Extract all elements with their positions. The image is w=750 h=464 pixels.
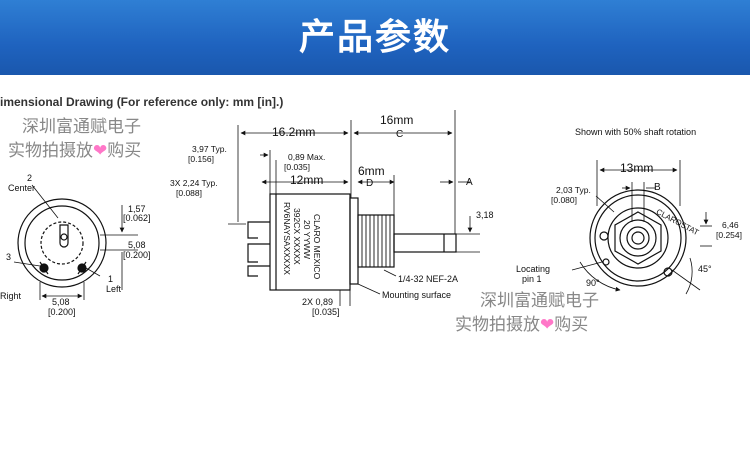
left-label: Left <box>106 284 122 294</box>
pin1-label: pin 1 <box>522 274 542 284</box>
rear-view <box>571 160 712 295</box>
dim-5-08-bottom-in: [0.200] <box>48 307 76 317</box>
side-body <box>269 193 351 291</box>
side-terminals <box>247 221 270 277</box>
rotation-note: Shown with 50% shaft rotation <box>575 127 697 137</box>
body-text-1: RV6NAYSAXXXXX <box>282 202 292 275</box>
dim-5-08: 5,08 <box>128 240 146 250</box>
dim-2-03-in: [0.080] <box>551 195 577 205</box>
center-number: 2 <box>27 173 32 183</box>
drawing-heading: imensional Drawing (For reference only: … <box>0 95 284 109</box>
rear-second-ring <box>594 194 682 282</box>
side-flange <box>349 197 359 285</box>
front-dashed-ring <box>40 221 84 265</box>
front-outer-ring <box>17 198 107 288</box>
dim-5-08-bottom: 5,08 <box>52 297 70 307</box>
locating-pin <box>602 258 610 266</box>
dim-16mm: 16mm <box>380 113 413 127</box>
dim-3-97: 3,97 Typ. <box>192 144 227 154</box>
watermark-text-a: 实物拍摄放 <box>455 315 540 335</box>
dim-0-89: 0,89 Max. <box>288 152 325 162</box>
watermark-line1-top: 深圳富通赋电子 <box>22 117 141 137</box>
dim-12mm: 12mm <box>290 173 323 187</box>
dim-5-08-in: [0.200] <box>123 250 151 260</box>
center-terminal-hole <box>60 233 68 241</box>
letter-b: B <box>654 182 661 193</box>
rear-pin-right <box>663 267 673 277</box>
letter-d: D <box>366 178 373 189</box>
dim-6mm: 6mm <box>358 164 385 178</box>
dim-6-46-in: [0.254] <box>716 230 742 240</box>
angle-45: 45° <box>698 264 712 274</box>
rear-bushing <box>619 219 657 257</box>
dim-13mm: 13mm <box>620 161 653 175</box>
right-number: 3 <box>6 252 11 262</box>
hex-nut <box>614 211 662 265</box>
front-inner-ring <box>24 205 100 281</box>
dim-6-46: 6,46 <box>722 220 739 230</box>
dim-2-24-in: [0.088] <box>176 188 202 198</box>
side-body-label: RV6NAYSAXXXXX 392CX XXXXX 20 YYWW CLARO … <box>282 202 322 280</box>
terminal-lugs <box>39 261 87 275</box>
side-bushing <box>357 214 395 268</box>
rear-outer-ring <box>589 189 687 287</box>
center-label: Center <box>8 183 35 193</box>
banner-title: 产品参数 <box>298 17 451 58</box>
rear-shaft-center <box>631 231 645 245</box>
dim-2-03: 2,03 Typ. <box>556 185 591 195</box>
letter-a: A <box>466 177 473 188</box>
side-view <box>228 110 480 306</box>
rear-shaft <box>626 226 650 250</box>
angle-90: 90° <box>586 278 600 288</box>
watermark-line1-bottom: 深圳富通赋电子 <box>480 291 599 311</box>
dim-1-57-in: [0.062] <box>123 213 151 223</box>
mounting-surface: Mounting surface <box>382 290 451 300</box>
heart-icon: ❤ <box>93 141 108 161</box>
watermark-line2-bottom: 实物拍摄放❤购买 <box>455 314 588 336</box>
left-number: 1 <box>108 274 113 284</box>
dim-3-97-in: [0.156] <box>188 154 214 164</box>
thread-spec: 1/4-32 NEF-2A <box>398 274 458 284</box>
thread-lines <box>361 215 391 267</box>
dim-16-2mm: 16.2mm <box>272 125 315 139</box>
heart-icon: ❤ <box>540 315 555 335</box>
dim-2x-0-89-in: [0.035] <box>312 307 340 317</box>
body-text-2: 392CX XXXXX <box>292 208 302 265</box>
body-text-3: 20 YYWW <box>302 220 312 259</box>
watermark-text-a: 实物拍摄放 <box>8 141 93 161</box>
title-banner: 产品参数 <box>0 0 750 75</box>
center-terminal <box>59 224 69 248</box>
letter-c: C <box>396 129 403 140</box>
front-view <box>13 184 138 300</box>
dim-2-24: 3X 2,24 Typ. <box>170 178 218 188</box>
dim-3-18: 3,18 <box>476 210 494 220</box>
right-label: Right <box>0 291 22 301</box>
dim-0-89-in: [0.035] <box>284 162 310 172</box>
watermark-text-b: 购买 <box>554 315 589 335</box>
dim-1-57: 1,57 <box>128 204 146 214</box>
watermark-line2-top: 实物拍摄放❤购买 <box>8 140 141 162</box>
watermark-text-b: 购买 <box>107 141 142 161</box>
body-text-4: CLARO MEXICO <box>312 214 322 280</box>
rear-pin-left <box>599 231 609 241</box>
dim-2x-0-89: 2X 0,89 <box>302 297 333 307</box>
locating-label: Locating <box>516 264 550 274</box>
side-shaft <box>393 233 457 253</box>
